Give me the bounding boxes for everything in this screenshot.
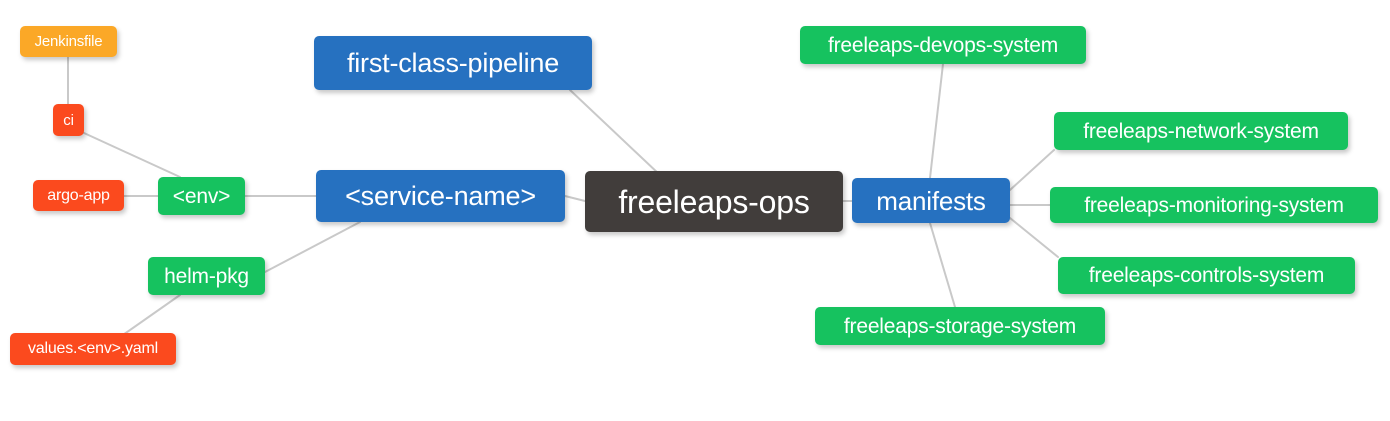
edge-service-name-to-helm-pkg xyxy=(264,221,361,273)
node-helm-pkg[interactable]: helm-pkg xyxy=(148,257,265,295)
node-freeleaps-devops-system[interactable]: freeleaps-devops-system xyxy=(800,26,1086,64)
edge-freeleaps-ops-to-first-class-pipeline xyxy=(569,89,661,176)
edge-env-to-ci xyxy=(83,132,181,178)
edge-manifests-to-freeleaps-network-system xyxy=(1009,149,1055,191)
edge-freeleaps-ops-to-service-name xyxy=(564,195,586,202)
node-freeleaps-ops[interactable]: freeleaps-ops xyxy=(585,171,843,232)
node-freeleaps-monitoring-system[interactable]: freeleaps-monitoring-system xyxy=(1050,187,1378,223)
node-ci[interactable]: ci xyxy=(53,104,84,136)
node-freeleaps-controls-system[interactable]: freeleaps-controls-system xyxy=(1058,257,1355,294)
node-first-class-pipeline[interactable]: first-class-pipeline xyxy=(314,36,592,90)
edge-manifests-to-freeleaps-controls-system xyxy=(1009,217,1059,258)
node-freeleaps-network-system[interactable]: freeleaps-network-system xyxy=(1054,112,1348,150)
node-values-env-yaml[interactable]: values.<env>.yaml xyxy=(10,333,176,365)
node-jenkinsfile[interactable]: Jenkinsfile xyxy=(20,26,117,57)
node-service-name[interactable]: <service-name> xyxy=(316,170,565,222)
edge-manifests-to-freeleaps-storage-system xyxy=(929,222,956,308)
node-env[interactable]: <env> xyxy=(158,177,245,215)
node-manifests[interactable]: manifests xyxy=(852,178,1010,223)
edge-helm-pkg-to-values-env-yaml xyxy=(119,294,181,338)
node-freeleaps-storage-system[interactable]: freeleaps-storage-system xyxy=(815,307,1105,345)
node-argo-app[interactable]: argo-app xyxy=(33,180,124,211)
edge-manifests-to-freeleaps-devops-system xyxy=(929,63,944,179)
